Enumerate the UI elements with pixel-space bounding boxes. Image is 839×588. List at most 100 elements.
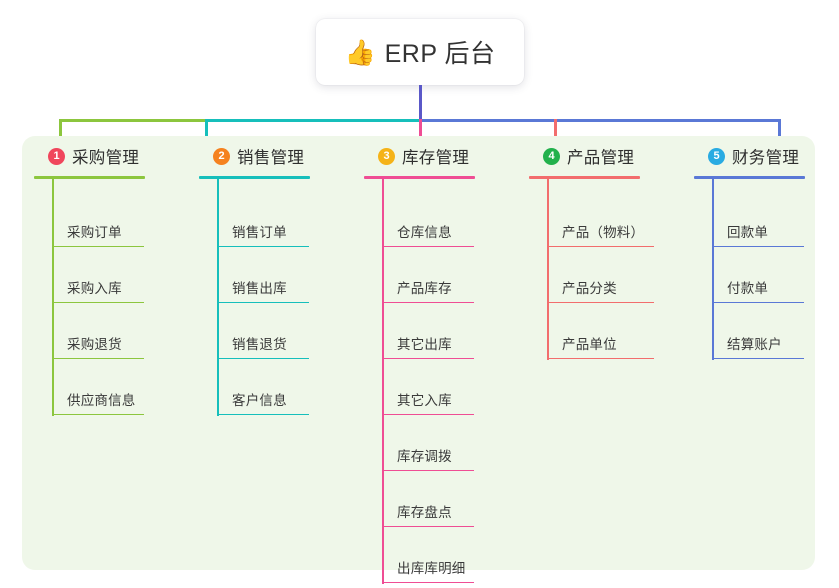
leaf-label: 回款单 [727, 225, 769, 240]
root-title: ERP 后台 [384, 40, 496, 68]
leaf-node[interactable]: 采购退货 [34, 308, 152, 364]
leaf-underline [547, 357, 654, 359]
leaf-node[interactable]: 销售出库 [199, 252, 317, 308]
connector-drop-4 [554, 119, 557, 150]
leaf-label: 销售出库 [232, 281, 287, 296]
branch-spine [382, 179, 384, 584]
branches-panel [22, 136, 815, 570]
leaf-underline [712, 245, 804, 247]
branch-items: 仓库信息产品库存其它出库其它入库库存调拨库存盘点出库库明细 [364, 179, 482, 588]
branch-spine [547, 179, 549, 360]
leaf-node[interactable]: 库存盘点 [364, 476, 482, 532]
branch-number-badge: 4 [543, 147, 560, 165]
leaf-node[interactable]: 付款单 [694, 252, 812, 308]
leaf-label: 采购订单 [67, 225, 122, 240]
leaf-node[interactable]: 产品分类 [529, 252, 654, 308]
leaf-underline [382, 245, 474, 247]
branch-items: 产品（物料） 产品分类产品单位 [529, 179, 654, 364]
leaf-label: 采购退货 [67, 337, 122, 352]
branch-underline [529, 176, 640, 179]
leaf-node[interactable]: 回款单 [694, 196, 812, 252]
branch-items: 采购订单采购入库采购退货供应商信息 [34, 179, 152, 420]
leaf-label: 其它出库 [397, 337, 452, 352]
thumbs-up-icon: 👍 [344, 38, 376, 67]
connector-bus-segment-4 [425, 119, 780, 122]
leaf-underline [382, 469, 474, 471]
leaf-underline [382, 301, 474, 303]
leaf-label: 仓库信息 [397, 225, 452, 240]
leaf-node[interactable]: 销售订单 [199, 196, 317, 252]
branch-header-销售管理[interactable]: 2 销售管理 [199, 144, 317, 168]
branch-underline [364, 176, 475, 179]
leaf-label: 采购入库 [67, 281, 122, 296]
connector-drop-2 [205, 119, 208, 150]
leaf-node[interactable]: 销售退货 [199, 308, 317, 364]
leaf-label: 结算账户 [727, 337, 782, 352]
leaf-node[interactable]: 采购入库 [34, 252, 152, 308]
connector-drop-5 [778, 119, 781, 150]
branch-underline [34, 176, 145, 179]
leaf-label: 销售订单 [232, 225, 287, 240]
branch-underline [199, 176, 310, 179]
leaf-node[interactable]: 产品（物料） [529, 196, 654, 252]
leaf-underline [712, 301, 804, 303]
leaf-underline [52, 245, 144, 247]
leaf-underline [547, 301, 654, 303]
leaf-label: 销售退货 [232, 337, 287, 352]
leaf-label: 付款单 [727, 281, 769, 296]
branch-label: 财务管理 [732, 149, 800, 167]
branch-number-badge: 1 [48, 147, 65, 165]
leaf-underline [52, 413, 144, 415]
leaf-node[interactable]: 其它出库 [364, 308, 482, 364]
leaf-underline [217, 301, 309, 303]
leaf-node[interactable]: 供应商信息 [34, 364, 152, 420]
leaf-node[interactable]: 仓库信息 [364, 196, 482, 252]
branch-column-产品管理: 4 产品管理产品（物料） 产品分类产品单位 [529, 144, 654, 364]
leaf-node[interactable]: 产品库存 [364, 252, 482, 308]
connector-bus-segment-3 [420, 119, 425, 122]
leaf-underline [382, 357, 474, 359]
leaf-label: 供应商信息 [67, 393, 136, 408]
leaf-underline [217, 357, 309, 359]
leaf-underline [217, 245, 309, 247]
leaf-label: 库存调拨 [397, 449, 452, 464]
leaf-node[interactable]: 采购订单 [34, 196, 152, 252]
leaf-label: 其它入库 [397, 393, 452, 408]
branch-column-销售管理: 2 销售管理销售订单销售出库销售退货客户信息 [199, 144, 317, 420]
leaf-label: 产品库存 [397, 281, 452, 296]
branch-header-产品管理[interactable]: 4 产品管理 [529, 144, 647, 168]
leaf-label: 出库库明细 [397, 561, 466, 576]
branch-label: 销售管理 [237, 149, 305, 167]
branch-spine [52, 179, 54, 416]
connector-bus-segment-1 [60, 119, 206, 122]
leaf-node[interactable]: 库存调拨 [364, 420, 482, 476]
branch-items: 销售订单销售出库销售退货客户信息 [199, 179, 317, 420]
connector-root-stem [418, 85, 422, 122]
leaf-node[interactable]: 客户信息 [199, 364, 317, 420]
branch-label: 库存管理 [402, 149, 470, 167]
branch-number-badge: 2 [213, 147, 230, 165]
branch-label: 产品管理 [567, 149, 635, 167]
leaf-underline [382, 525, 474, 527]
leaf-underline [547, 245, 654, 247]
root-node[interactable]: 👍 ERP 后台 [316, 19, 524, 85]
branch-spine [217, 179, 219, 416]
leaf-label: 客户信息 [232, 393, 287, 408]
leaf-node[interactable]: 其它入库 [364, 364, 482, 420]
leaf-node[interactable]: 产品单位 [529, 308, 654, 364]
leaf-label: 产品（物料） [562, 225, 645, 240]
leaf-underline [382, 581, 474, 583]
leaf-node[interactable]: 出库库明细 [364, 532, 482, 588]
branch-items: 回款单付款单结算账户 [694, 179, 812, 364]
leaf-node[interactable]: 结算账户 [694, 308, 812, 364]
branch-spine [712, 179, 714, 360]
connector-drop-3 [419, 119, 422, 150]
leaf-label: 库存盘点 [397, 505, 452, 520]
leaf-label: 产品分类 [562, 281, 617, 296]
